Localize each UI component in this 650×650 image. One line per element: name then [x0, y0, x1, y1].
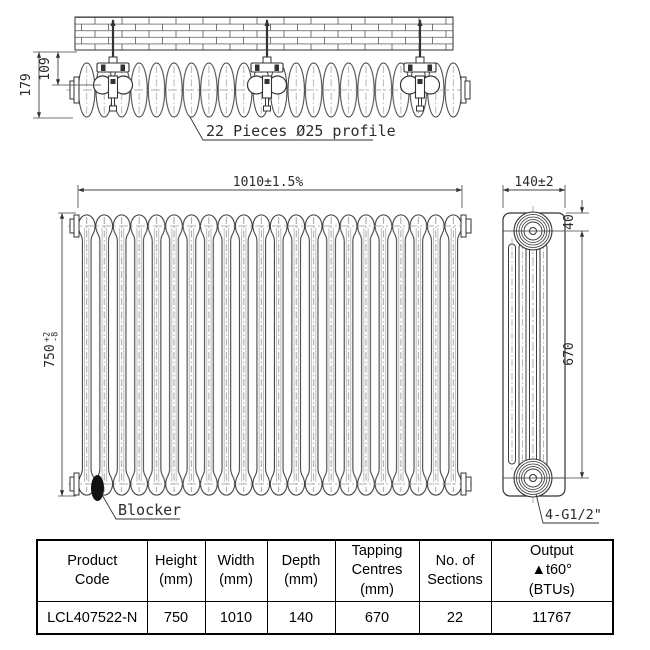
technical-drawing: 179 109 22 Pieces Ø25 profile 1010±1.5%: [19, 16, 602, 524]
front-end-caps: [69, 214, 472, 496]
profile-note-label: 22 Pieces Ø25 profile: [206, 122, 396, 140]
value-width: 1010: [204, 601, 268, 635]
col-output: Output▲t60°(BTUs): [490, 539, 614, 602]
front-view: 1010±1.5% 750 +2 -8 Blocker: [43, 175, 472, 520]
svg-text:+2: +2: [43, 332, 53, 342]
radiator-front-body: [78, 213, 462, 496]
blocker-leader: [100, 492, 180, 520]
spec-table-data-row: LCL407522-N 750 1010 140 670 22 11767: [36, 601, 614, 635]
plan-end-cap-right: [460, 76, 471, 104]
blocker-label: Blocker: [118, 501, 181, 519]
dim-depth-total-label: 179: [19, 73, 34, 96]
svg-text:750: 750: [43, 344, 58, 367]
value-output: 11767: [490, 601, 614, 635]
value-product-code: LCL407522-N: [36, 601, 148, 635]
profile-note-leader: [189, 116, 373, 141]
dim-depth-label: 140±2: [514, 175, 553, 190]
value-tapping-centres: 670: [334, 601, 420, 635]
connection-label: 4-G1/2": [545, 507, 602, 523]
value-depth: 140: [266, 601, 336, 635]
col-depth: Depth(mm): [266, 539, 336, 602]
dim-tapping-from-wall-label: 109: [38, 57, 53, 80]
blocker-plug: [91, 475, 104, 501]
brick-wall: [74, 16, 454, 51]
dim-width-label: 1010±1.5%: [233, 175, 304, 190]
side-loop-centerlines: [511, 238, 544, 476]
top-view: 179 109 22 Pieces Ø25 profile: [19, 16, 474, 141]
side-view: 140±2 40 670 4-G1/2": [502, 175, 602, 524]
connection-leader: [535, 493, 599, 524]
dim-height-label: 750 +2 -8: [43, 332, 61, 368]
svg-text:-8: -8: [51, 332, 61, 342]
value-height: 750: [146, 601, 206, 635]
value-sections: 22: [418, 601, 492, 635]
dim-tapping-centres-label: 670: [562, 342, 577, 365]
col-height: Height(mm): [146, 539, 206, 602]
dim-top-to-tapping-label: 40: [562, 214, 577, 230]
plan-end-cap-left: [69, 76, 80, 104]
col-width: Width(mm): [204, 539, 268, 602]
